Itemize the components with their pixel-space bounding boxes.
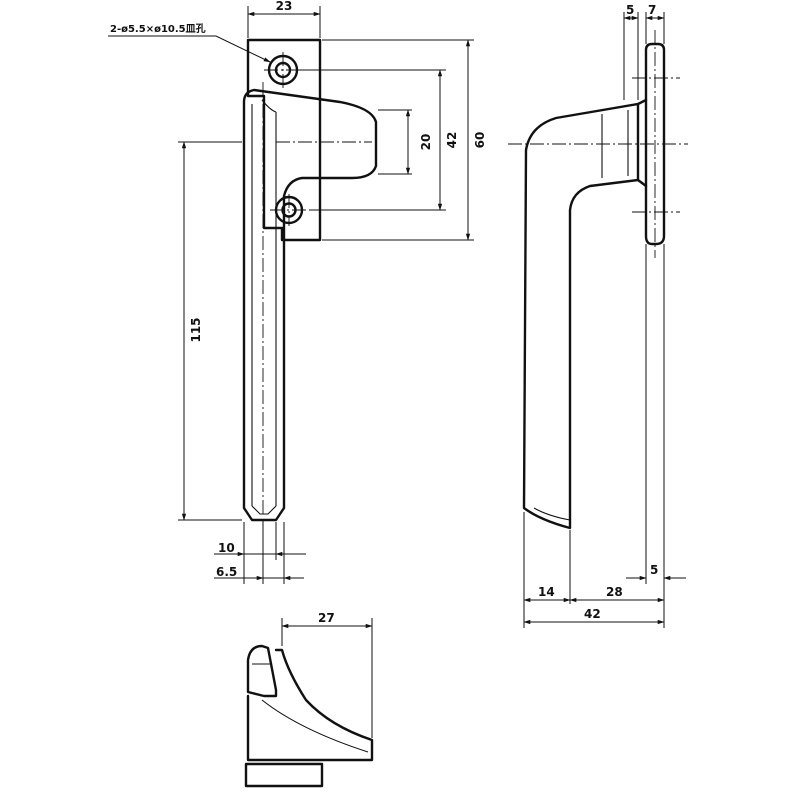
side-view: 5 7 5 14 28 42 — [508, 3, 688, 628]
dim-width-top: 23 — [276, 0, 293, 13]
rose-plate — [644, 42, 666, 246]
dim-base-60: 60 — [473, 132, 487, 149]
boss-step — [601, 110, 629, 178]
bottom-body — [246, 648, 374, 762]
dim-grip-28: 28 — [606, 585, 623, 599]
bottom-view: 27 — [244, 611, 374, 788]
bottom-base — [244, 762, 324, 788]
lever-side-profile — [522, 102, 640, 530]
dim-handle-length: 115 — [189, 317, 203, 342]
bottom-knob — [246, 644, 278, 698]
dim-plate-5: 5 — [626, 3, 634, 17]
lever-head-curve — [261, 99, 277, 113]
lever-side-inner — [533, 507, 571, 521]
lever-tip-bevel — [251, 505, 277, 515]
dim-grip-14: 14 — [538, 585, 555, 599]
dim-base-42: 42 — [445, 132, 459, 149]
top-hole — [264, 52, 304, 88]
dim-depth-27: 27 — [318, 611, 335, 625]
dim-offset: 6.5 — [216, 565, 237, 579]
dim-tip-width: 10 — [218, 541, 235, 555]
front-view: 23 2-ø5.5×ø10.5皿孔 20 42 60 115 10 6.5 — [108, 0, 487, 584]
boss — [636, 98, 648, 188]
base-plate-outline — [246, 38, 322, 242]
bottom-inner-curve — [261, 699, 369, 753]
dim-hole-pitch: 20 — [419, 134, 433, 151]
bottom-hole — [270, 194, 310, 226]
lever-outline — [242, 88, 378, 522]
dim-bottom-5: 5 — [650, 563, 658, 577]
dim-plate-7: 7 — [648, 3, 656, 17]
dim-overall-42: 42 — [584, 607, 601, 621]
hole-spec-note: 2-ø5.5×ø10.5皿孔 — [110, 22, 206, 35]
